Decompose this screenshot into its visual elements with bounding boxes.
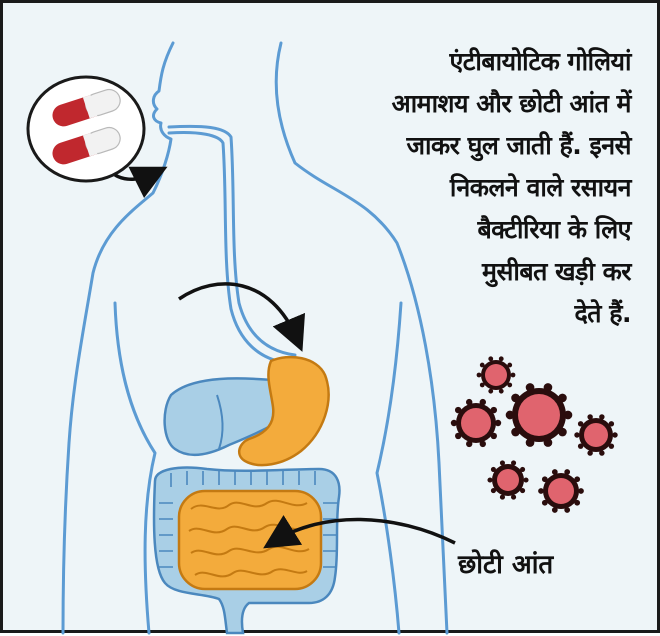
caption-line: देते हैं. xyxy=(301,293,631,335)
bacterium-spike xyxy=(523,477,528,482)
bacterium xyxy=(574,414,617,456)
small-intestine-label: छोटी आंत xyxy=(458,545,553,581)
bacterium xyxy=(506,383,573,447)
bacterium xyxy=(451,399,501,447)
caption-line: बैक्टीरिया के लिए xyxy=(301,209,631,251)
bacterium-spike xyxy=(487,477,492,482)
caption-line: एंटीबायोटिक गोलियां xyxy=(301,41,631,83)
capsule-bubble xyxy=(28,77,144,181)
caption-line: आमाशय और छोटी आंत में xyxy=(301,83,631,125)
bacterium-spike xyxy=(511,373,516,378)
caption-line: जाकर घुल जाती हैं. इनसे xyxy=(301,125,631,167)
bacteria-cluster xyxy=(451,356,618,512)
bacterium-spike xyxy=(574,432,579,437)
caption-text: एंटीबायोटिक गोलियां आमाशय और छोटी आंत मे… xyxy=(301,41,631,335)
caption-line: मुसीबत खड़ी कर xyxy=(301,251,631,293)
arrow-to-mouth xyxy=(115,173,155,179)
bacterium xyxy=(538,469,584,513)
bacterium-spike xyxy=(612,432,617,437)
bacterium-spike xyxy=(477,373,482,378)
bacterium xyxy=(487,460,528,499)
caption-line: निकलने वाले रसायन xyxy=(301,167,631,209)
bacterium xyxy=(477,356,516,393)
